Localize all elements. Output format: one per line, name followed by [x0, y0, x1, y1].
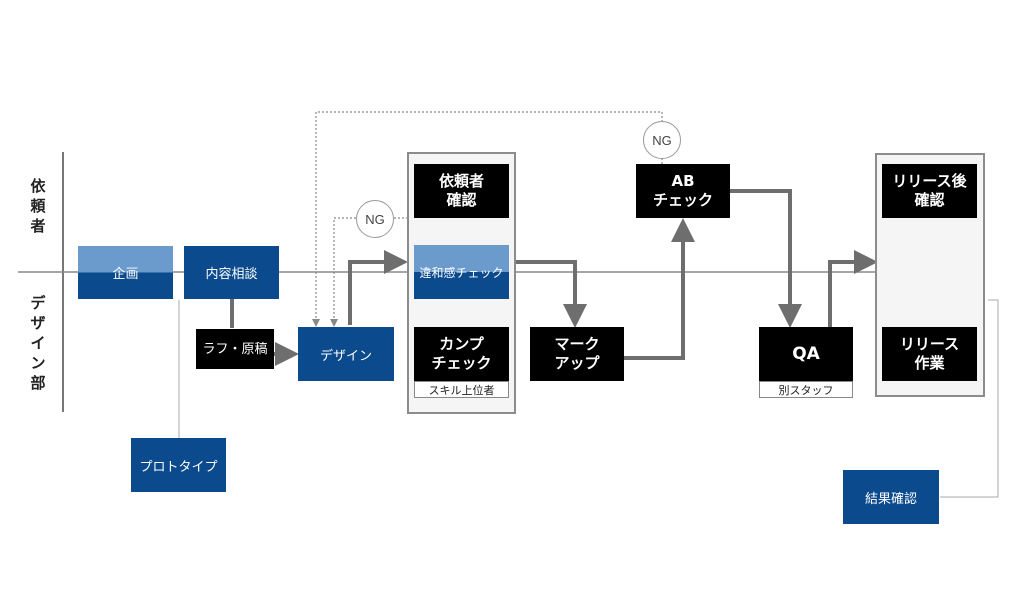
- node-kekka-kakunin-label: 結果確認: [864, 491, 917, 507]
- qa-assignee: 別スタッフ: [759, 381, 853, 398]
- ab-to-qa-arrow: [730, 189, 802, 328]
- node-naiyou-soudan-label: 内容相談: [205, 267, 258, 282]
- node-qa-label: QA: [792, 343, 820, 364]
- ng-badge-client: NG: [356, 200, 394, 238]
- lane-label-requester: 依 頼 者: [30, 177, 46, 235]
- node-prototype[interactable]: プロトタイプ: [131, 438, 226, 492]
- node-markup[interactable]: マーク アップ: [530, 327, 624, 381]
- node-naiyou-soudan[interactable]: 内容相談: [184, 246, 279, 299]
- node-prototype-label: プロトタイプ: [139, 459, 218, 475]
- node-release-sagyou-label: リリース 作業: [899, 335, 960, 372]
- node-iwakan-check[interactable]: 違和感チェック: [414, 245, 509, 299]
- node-release-go-kakunin-label: リリース後 確認: [892, 172, 967, 209]
- node-kanpu-check[interactable]: カンプ チェック: [414, 327, 509, 381]
- node-design-label: デザイン: [319, 348, 372, 364]
- design-to-iwakan-arrow: [348, 250, 408, 325]
- kanpu-check-assignee-label: スキル上位者: [428, 383, 495, 397]
- markup-to-ab-arrow: [624, 218, 695, 360]
- ng-badge-ab-label: NG: [652, 132, 672, 148]
- result-check-connector: [940, 299, 999, 498]
- qa-assignee-label: 別スタッフ: [778, 383, 834, 397]
- ng-client-feedback: [330, 217, 356, 327]
- node-rough-genkou-label: ラフ・原稿: [202, 341, 268, 357]
- node-irai-kakunin[interactable]: 依頼者 確認: [414, 164, 509, 218]
- qa-to-release-arrow: [828, 250, 878, 327]
- node-release-sagyou[interactable]: リリース 作業: [882, 327, 977, 381]
- node-kikaku-label: 企画: [112, 267, 139, 282]
- node-kikaku[interactable]: 企画: [78, 246, 173, 299]
- kanpu-check-assignee: スキル上位者: [414, 381, 509, 398]
- node-release-go-kakunin[interactable]: リリース後 確認: [882, 164, 977, 218]
- ng-badge-ab: NG: [643, 121, 681, 159]
- iwakan-to-markup-arrow: [510, 260, 587, 328]
- ng-badge-client-label: NG: [365, 211, 385, 227]
- lane-label-design-dept: デ ザ イ ン 部: [30, 294, 46, 392]
- node-rough-genkou[interactable]: ラフ・原稿: [196, 329, 274, 369]
- node-ab-check-label: AB チェック: [652, 172, 713, 209]
- node-irai-kakunin-label: 依頼者 確認: [438, 172, 484, 209]
- node-markup-label: マーク アップ: [554, 335, 600, 372]
- node-kanpu-check-label: カンプ チェック: [431, 335, 492, 372]
- node-kekka-kakunin[interactable]: 結果確認: [843, 470, 939, 524]
- node-qa[interactable]: QA: [759, 327, 853, 381]
- node-iwakan-check-label: 違和感チェック: [419, 265, 504, 280]
- node-ab-check[interactable]: AB チェック: [636, 164, 730, 218]
- node-design[interactable]: デザイン: [298, 327, 394, 381]
